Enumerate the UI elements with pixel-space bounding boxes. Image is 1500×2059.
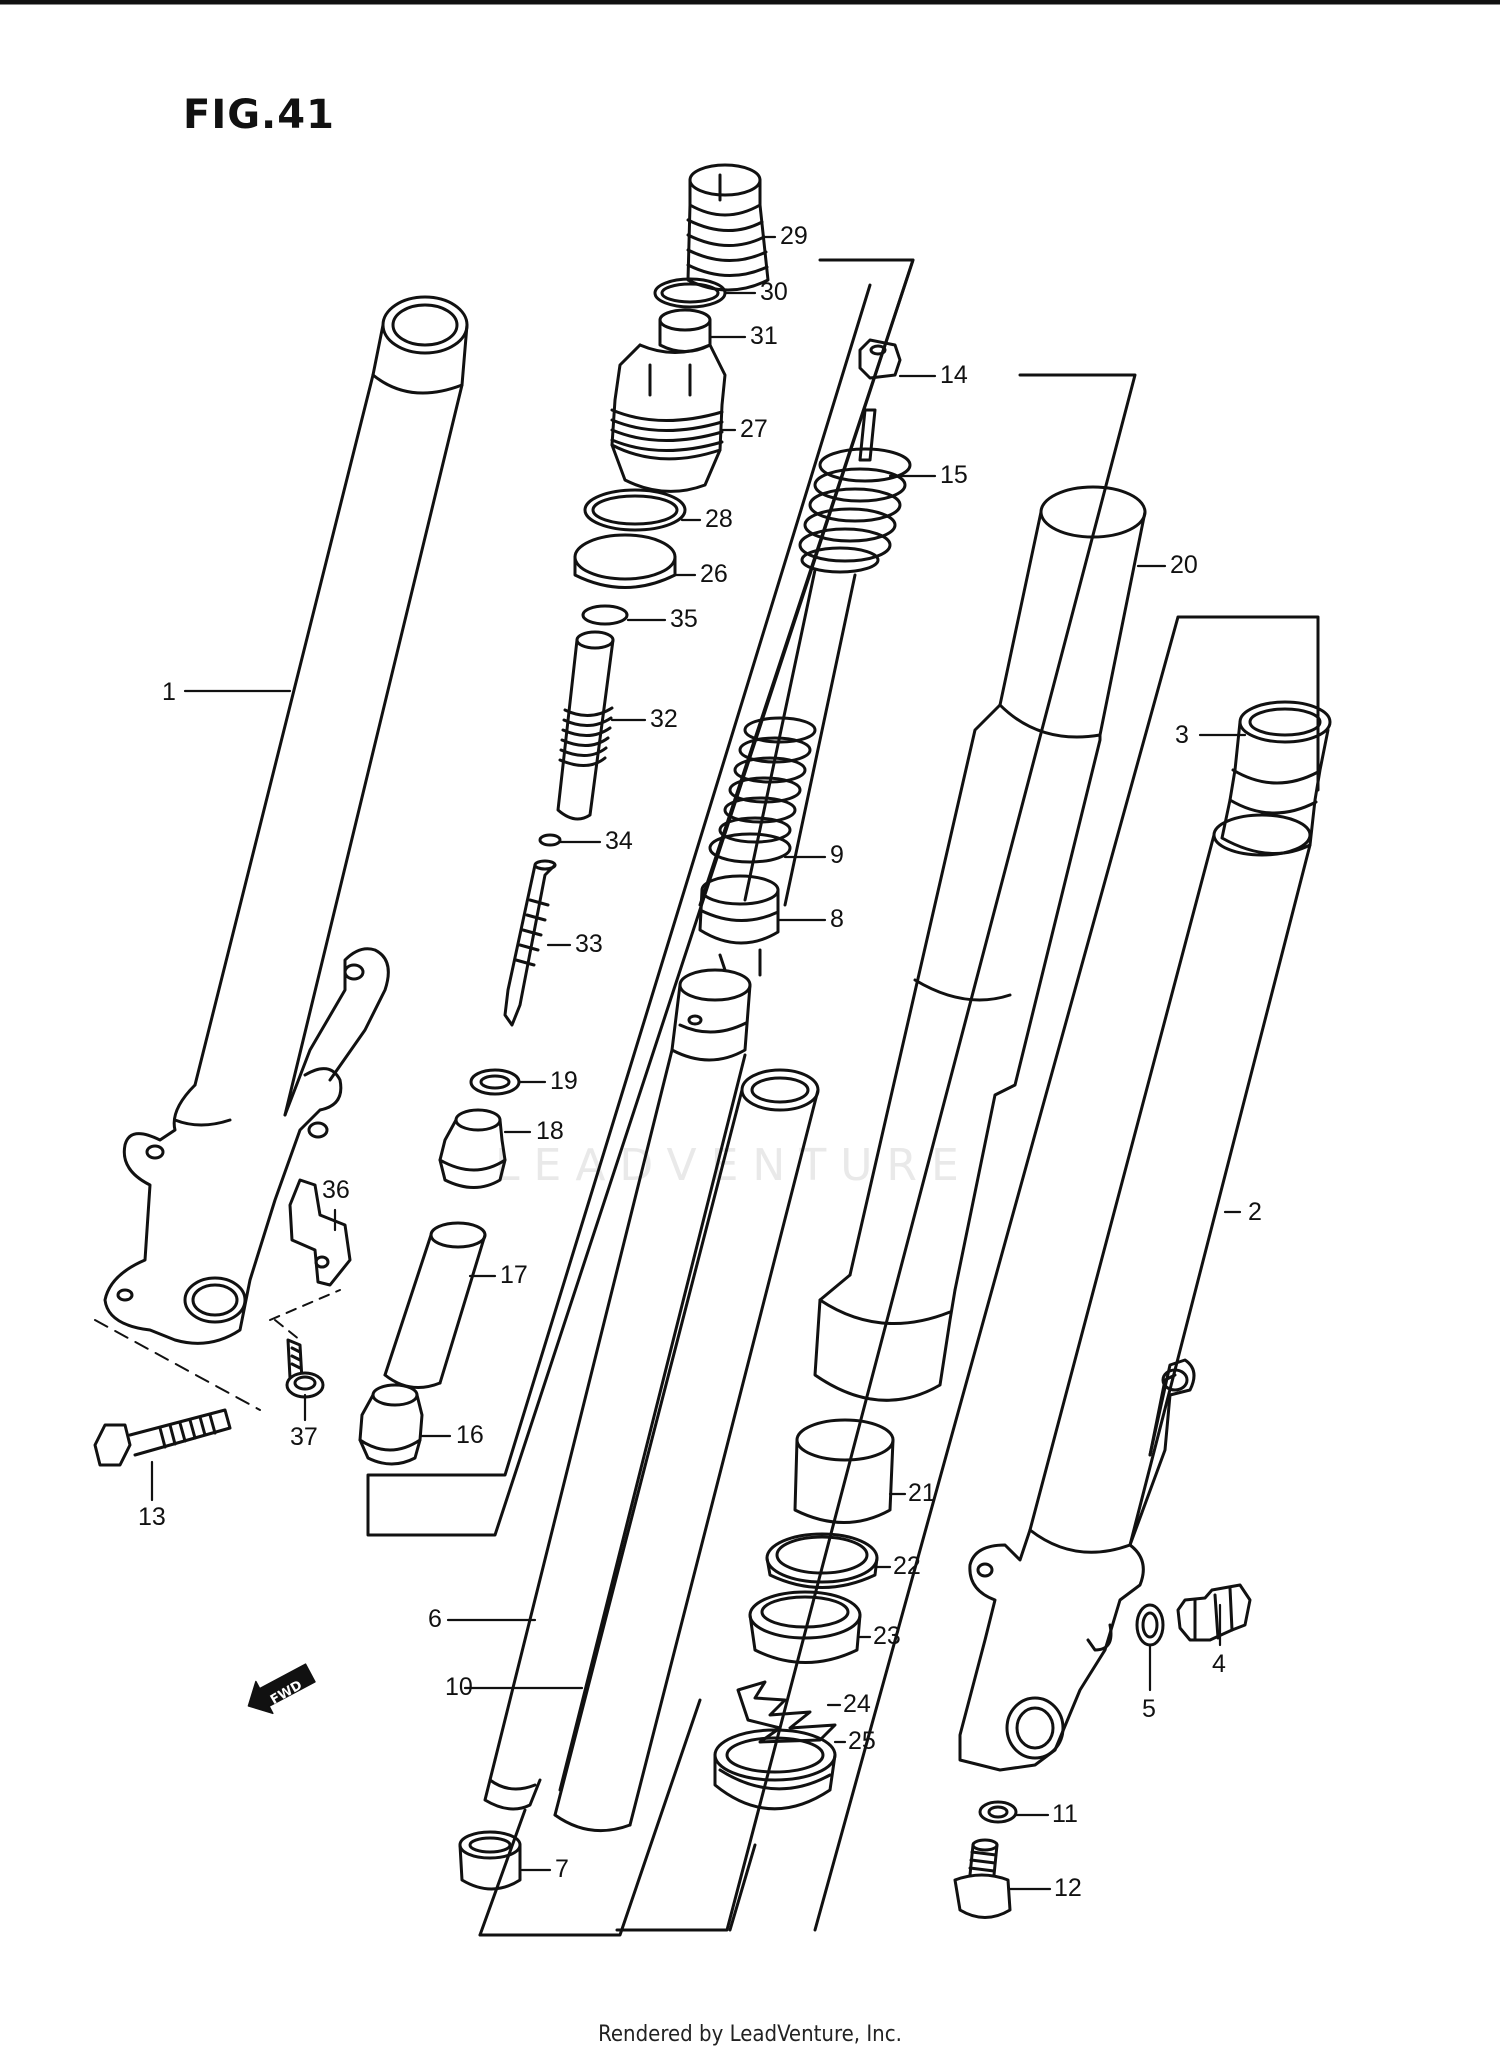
part-19-washer: [469, 1068, 521, 1096]
assembly-box-upper: [366, 258, 915, 1537]
footer-credit: Rendered by LeadVenture, Inc.: [598, 2022, 902, 2047]
leader-lines: [150, 235, 1247, 1891]
part-34-small-ring: [538, 833, 562, 847]
callout-29: 29: [780, 222, 808, 250]
callout-33: 33: [575, 930, 603, 958]
callout-27: 27: [740, 415, 768, 443]
part-22-washer: [765, 1532, 879, 1589]
callout-4: 4: [1212, 1650, 1226, 1678]
part-11-washer: [978, 1800, 1018, 1824]
part-9-spring: [708, 716, 817, 864]
callout-2: 2: [1248, 1198, 1262, 1226]
fwd-arrow-icon: [247, 1663, 316, 1715]
part-33-needle: [503, 859, 557, 1027]
part-32-holder: [556, 630, 615, 821]
part-4-fitting: [1176, 1583, 1252, 1642]
callout-32: 32: [650, 705, 678, 733]
callout-16: 16: [456, 1421, 484, 1449]
callout-28: 28: [705, 505, 733, 533]
callout-31: 31: [750, 322, 778, 350]
callout-23: 23: [873, 1622, 901, 1650]
callout-18: 18: [536, 1117, 564, 1145]
callout-24: 24: [843, 1690, 871, 1718]
callout-15: 15: [940, 461, 968, 489]
assembly-box-right: [813, 615, 1320, 1932]
part-24-stopper-ring: [736, 1680, 837, 1744]
part-7-oil-lock-piece: [458, 1830, 522, 1891]
callout-34: 34: [605, 827, 633, 855]
callout-26: 26: [700, 560, 728, 588]
part-28-o-ring: [583, 488, 687, 532]
callout-3: 3: [1175, 721, 1189, 749]
callout-1: 1: [162, 678, 176, 706]
part-36-bracket: [269, 1178, 352, 1321]
part-1-left-fork-tube: [103, 295, 469, 1345]
part-3-slide-bushing: [1220, 700, 1332, 855]
callout-14: 14: [940, 361, 968, 389]
part-23-oil-seal: [748, 1590, 862, 1664]
part-20-outer-tube: [813, 485, 1147, 1402]
part-21-bushing: [793, 1418, 895, 1524]
figure-title: FIG.41: [183, 92, 335, 138]
callout-37: 37: [290, 1423, 318, 1451]
part-18-guide: [438, 1108, 507, 1189]
callout-10: 10: [445, 1673, 473, 1701]
assembly-box-middle: [615, 373, 1137, 1932]
part-26-seat: [573, 533, 677, 589]
part-31-collar: [658, 308, 712, 353]
part-6-damper-rod: [483, 1048, 747, 1811]
callout-5: 5: [1142, 1695, 1156, 1723]
part-29-cap-bolt: [686, 163, 770, 292]
part-27-adjuster: [610, 343, 727, 493]
callout-6: 6: [428, 1605, 442, 1633]
callout-13: 13: [138, 1503, 166, 1531]
part-37-bolt: [285, 1338, 325, 1399]
callout-7: 7: [555, 1855, 569, 1883]
callout-25: 25: [848, 1727, 876, 1755]
callout-20: 20: [1170, 551, 1198, 579]
callout-8: 8: [830, 905, 844, 933]
part-6-damper-rod-head: [670, 968, 752, 1062]
callout-36: 36: [322, 1176, 350, 1204]
part-8-piston: [698, 874, 780, 977]
part-35-snap-ring: [581, 604, 629, 626]
callout-19: 19: [550, 1067, 578, 1095]
part-16-guide: [358, 1383, 424, 1466]
callout-11: 11: [1052, 1800, 1078, 1828]
part-2-right-fork-tube: [958, 813, 1312, 1772]
part-25-dust-seal: [713, 1728, 837, 1811]
callout-22: 22: [893, 1552, 921, 1580]
callout-17: 17: [500, 1261, 528, 1289]
callout-35: 35: [670, 605, 698, 633]
callout-21: 21: [908, 1479, 936, 1507]
part-14-nut: [858, 338, 902, 380]
part-10-inner-tube: [553, 1068, 820, 1833]
part-13-bolt: [93, 1408, 232, 1467]
part-17-spacer: [383, 1221, 487, 1389]
callout-9: 9: [830, 841, 844, 869]
callout-30: 30: [760, 278, 788, 306]
callout-12: 12: [1054, 1874, 1082, 1902]
part-5-gasket: [1135, 1603, 1165, 1647]
part-12-bolt: [953, 1838, 1012, 1919]
part-15-rebound-spring: [743, 408, 912, 907]
